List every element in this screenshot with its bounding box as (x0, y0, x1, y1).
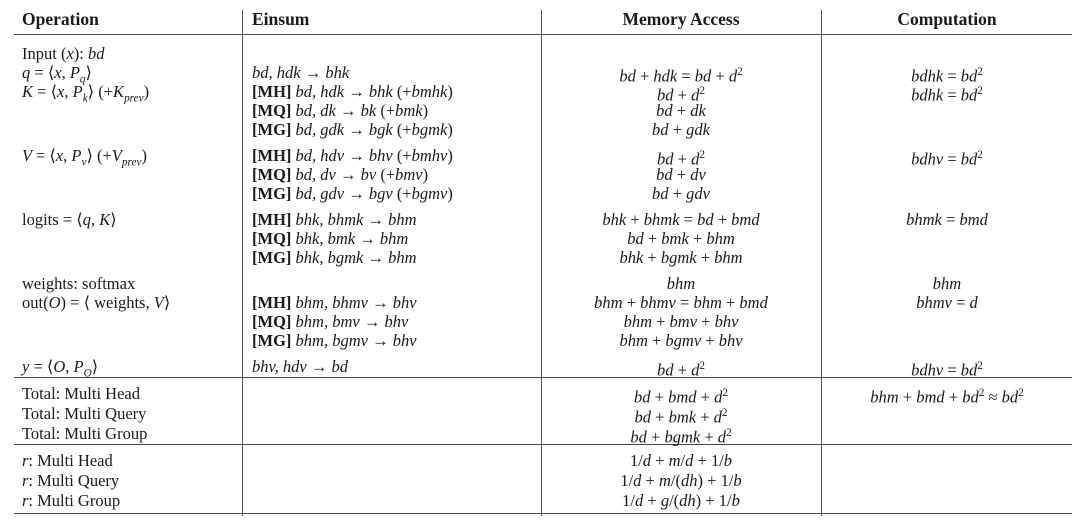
cell-memory: 1/d + m/(dh) + 1/b (620, 471, 742, 490)
cell-operation: Total: Multi Query (22, 404, 147, 423)
cell-computation: bdhv = bd2 (911, 149, 983, 169)
cell-einsum: [MH] bd, hdk → bhk (+bmhk) (252, 82, 453, 101)
cell-einsum: [MG] bhm, bgmv → bhv (252, 331, 417, 350)
cell-memory: bd + d2 (657, 149, 705, 169)
rule-above-totals (14, 377, 1072, 378)
cell-memory: bd + d2 (657, 360, 705, 380)
rule-below-header (14, 34, 1072, 35)
cell-memory: bhm + bhmv = bhm + bmd (594, 293, 768, 312)
column-header-operation: Operation (22, 9, 99, 29)
cell-einsum: [MQ] bd, dv → bv (+bmv) (252, 165, 429, 184)
cell-memory: bd + gdk (652, 120, 710, 139)
cell-memory: bd + bmk + d2 (634, 407, 728, 427)
cell-memory: bhm + bmv + bhv (623, 312, 739, 331)
cell-operation: r: Multi Group (22, 491, 121, 510)
cell-computation: bhmk = bmd (906, 210, 988, 229)
cell-memory: 1/d + m/d + 1/b (629, 451, 733, 470)
cell-einsum: [MH] bhk, bhmk → bhm (252, 210, 417, 229)
cell-memory: 1/d + g/(dh) + 1/b (622, 491, 740, 510)
cell-einsum: [MG] bhk, bgmk → bhm (252, 248, 417, 267)
cell-memory: bd + hdk = bd + d2 (619, 66, 743, 86)
cell-memory: bd + d2 (657, 85, 705, 105)
cell-einsum: [MQ] bd, dk → bk (+bmk) (252, 101, 429, 120)
column-divider-memory-computation (821, 10, 822, 516)
cell-memory: bhm + bgmv + bhv (619, 331, 743, 350)
cell-einsum: [MQ] bhk, bmk → bhm (252, 229, 409, 248)
rule-table-bottom (14, 513, 1072, 514)
cell-memory: bd + bmk + bhm (627, 229, 735, 248)
cell-einsum: [MG] bd, gdv → bgv (+bgmv) (252, 184, 453, 203)
cell-memory: bd + dk (656, 101, 706, 120)
cell-operation: r: Multi Head (22, 451, 113, 470)
column-divider-operation-einsum (242, 10, 243, 516)
cell-computation: bdhv = bd2 (911, 360, 983, 380)
cell-memory: bd + dv (656, 165, 706, 184)
cell-computation: bhmv = d (916, 293, 978, 312)
cell-operation: y = ⟨O, PO⟩ (22, 357, 99, 380)
table-header-row: Operation Einsum Memory Access Computati… (0, 8, 1080, 34)
cell-operation: Total: Multi Head (22, 384, 140, 403)
cell-operation: weights: softmax (22, 274, 136, 293)
cell-memory: bd + bmd + d2 (634, 387, 728, 407)
cell-memory: bhk + bhmk = bd + bmd (602, 210, 760, 229)
column-divider-einsum-memory (541, 10, 542, 516)
cell-memory: bd + gdv (652, 184, 710, 203)
cell-einsum: bd, hdk → bhk (252, 63, 350, 82)
cell-memory: bhk + bgmk + bhm (619, 248, 743, 267)
cell-operation: q = ⟨x, Pq⟩ (22, 63, 92, 86)
cell-operation: V = ⟨x, Pv⟩ (+Vprev) (22, 146, 147, 169)
cell-einsum: [MH] bhm, bhmv → bhv (252, 293, 417, 312)
cell-computation: bhm (932, 274, 962, 293)
rule-above-ratios (14, 444, 1072, 445)
cell-einsum: bhv, hdv → bd (252, 357, 348, 376)
column-header-einsum: Einsum (252, 9, 310, 29)
cell-einsum: [MQ] bhm, bmv → bhv (252, 312, 409, 331)
cell-operation: Total: Multi Group (22, 424, 148, 443)
cell-operation: Input (x): bd (22, 44, 105, 63)
column-header-computation: Computation (897, 9, 997, 29)
cell-einsum: [MG] bd, gdk → bgk (+bgmk) (252, 120, 453, 139)
column-header-memory-access: Memory Access (622, 9, 740, 29)
cell-memory: bd + bgmk + d2 (630, 427, 732, 447)
cell-operation: r: Multi Query (22, 471, 120, 490)
cell-memory: bhm (666, 274, 696, 293)
cell-operation: out(O) = ⟨ weights, V⟩ (22, 293, 171, 312)
cell-operation: K = ⟨x, Pk⟩ (+Kprev) (22, 82, 150, 105)
cell-computation: bdhk = bd2 (911, 66, 983, 86)
cell-einsum: [MH] bd, hdv → bhv (+bmhv) (252, 146, 453, 165)
cell-computation: bhm + bmd + bd2 ≈ bd2 (870, 387, 1024, 407)
cell-computation: bdhk = bd2 (911, 85, 983, 105)
cell-operation: logits = ⟨q, K⟩ (22, 210, 117, 229)
